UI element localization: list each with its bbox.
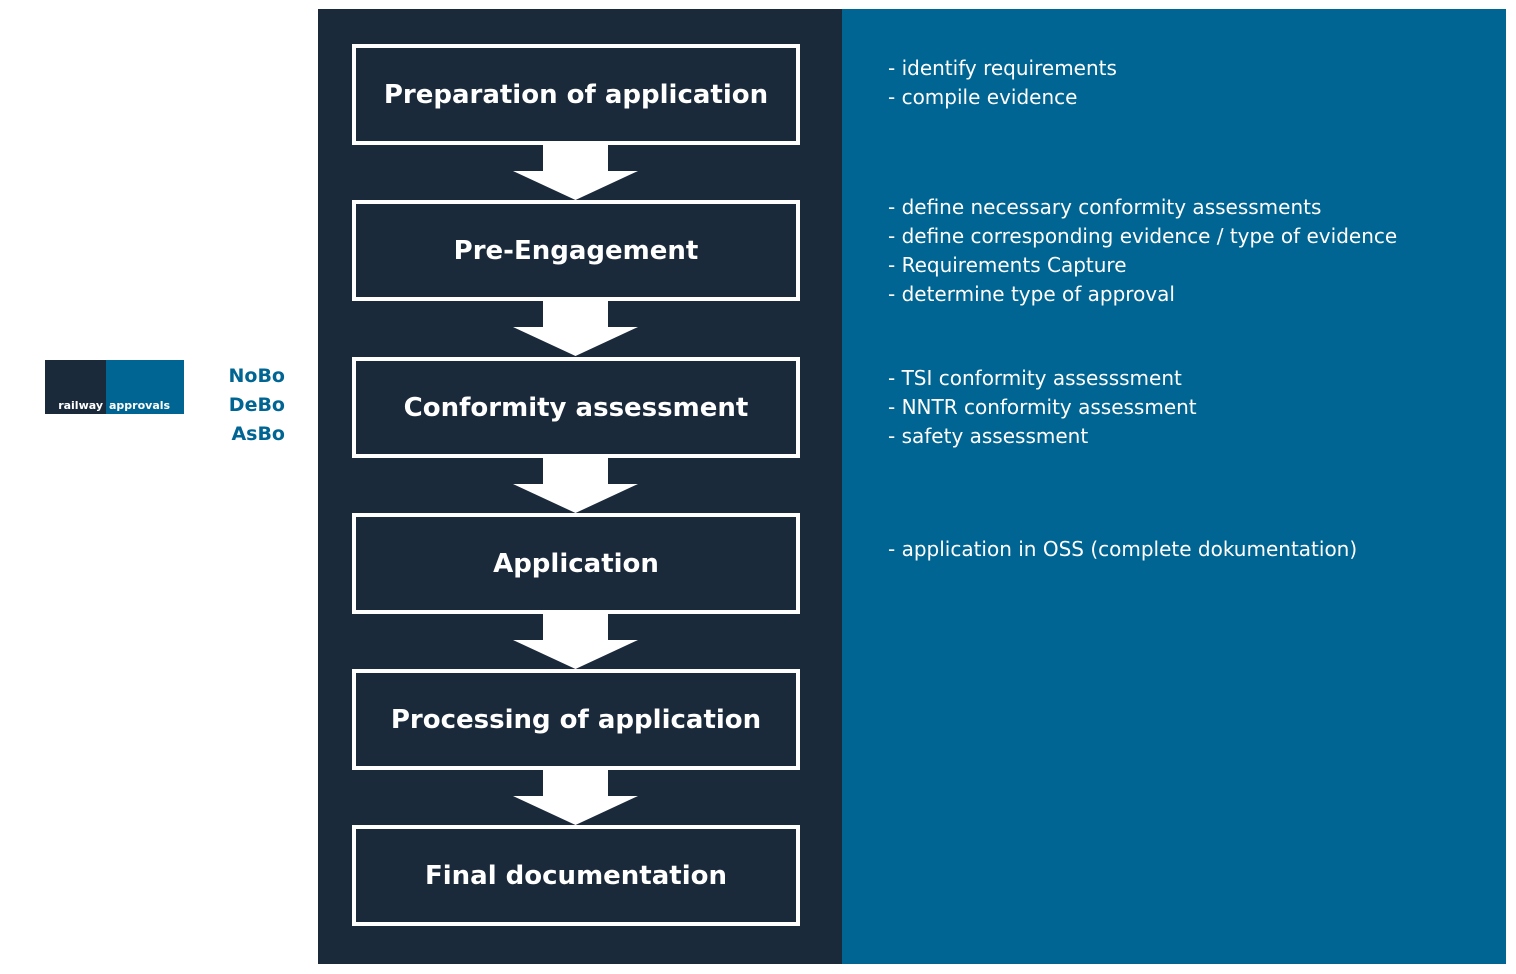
- note-item: - application in OSS (complete dokumenta…: [888, 537, 1358, 561]
- notes-conformity-assessment: - TSI conformity assesssment - NNTR conf…: [888, 364, 1197, 451]
- body-nobo: NoBo: [228, 365, 286, 387]
- down-arrow-icon: [513, 770, 638, 825]
- body-asbo: AsBo: [231, 423, 285, 445]
- note-item: - compile evidence: [888, 85, 1078, 109]
- note-item: - define necessary conformity assessment…: [888, 195, 1322, 219]
- step-notes-panel: [842, 9, 1506, 964]
- note-item: - determine type of approval: [888, 282, 1175, 306]
- down-arrow-icon: [513, 614, 638, 669]
- step-label: Final documentation: [424, 860, 727, 891]
- step-preparation-of-application: Preparation of application: [352, 44, 800, 145]
- step-conformity-assessment: Conformity assessment: [352, 357, 800, 458]
- step-processing-of-application: Processing of application: [352, 669, 800, 770]
- step-pre-engagement: Pre-Engagement: [352, 200, 800, 301]
- step-final-documentation: Final documentation: [352, 825, 800, 926]
- assessment-bodies-list: NoBo DeBo AsBo: [200, 362, 286, 449]
- railway-approvals-logo: railway approvals: [45, 360, 184, 414]
- body-debo: DeBo: [228, 394, 285, 416]
- note-item: - Requirements Capture: [888, 253, 1127, 277]
- down-arrow-icon: [513, 145, 638, 200]
- note-item: - identify requirements: [888, 56, 1117, 80]
- logo-blue-block: approvals: [106, 360, 184, 414]
- logo-text-railway: railway: [58, 399, 103, 412]
- logo-dark-block: railway: [45, 360, 106, 414]
- step-application: Application: [352, 513, 800, 614]
- note-item: - TSI conformity assesssment: [888, 366, 1182, 390]
- logo-text-approvals: approvals: [109, 399, 171, 412]
- step-label: Pre-Engagement: [453, 235, 699, 266]
- step-label: Application: [493, 548, 659, 579]
- notes-pre-engagement: - define necessary conformity assessment…: [888, 193, 1397, 309]
- notes-preparation: - identify requirements - compile eviden…: [888, 54, 1117, 112]
- down-arrow-icon: [513, 458, 638, 513]
- step-label: Preparation of application: [383, 79, 769, 110]
- step-label: Processing of application: [390, 704, 762, 735]
- down-arrow-icon: [513, 301, 638, 356]
- note-item: - NNTR conformity assessment: [888, 395, 1197, 419]
- note-item: - safety assessment: [888, 424, 1089, 448]
- note-item: - define corresponding evidence / type o…: [888, 224, 1398, 248]
- step-label: Conformity assessment: [403, 392, 749, 423]
- notes-application: - application in OSS (complete dokumenta…: [888, 535, 1357, 564]
